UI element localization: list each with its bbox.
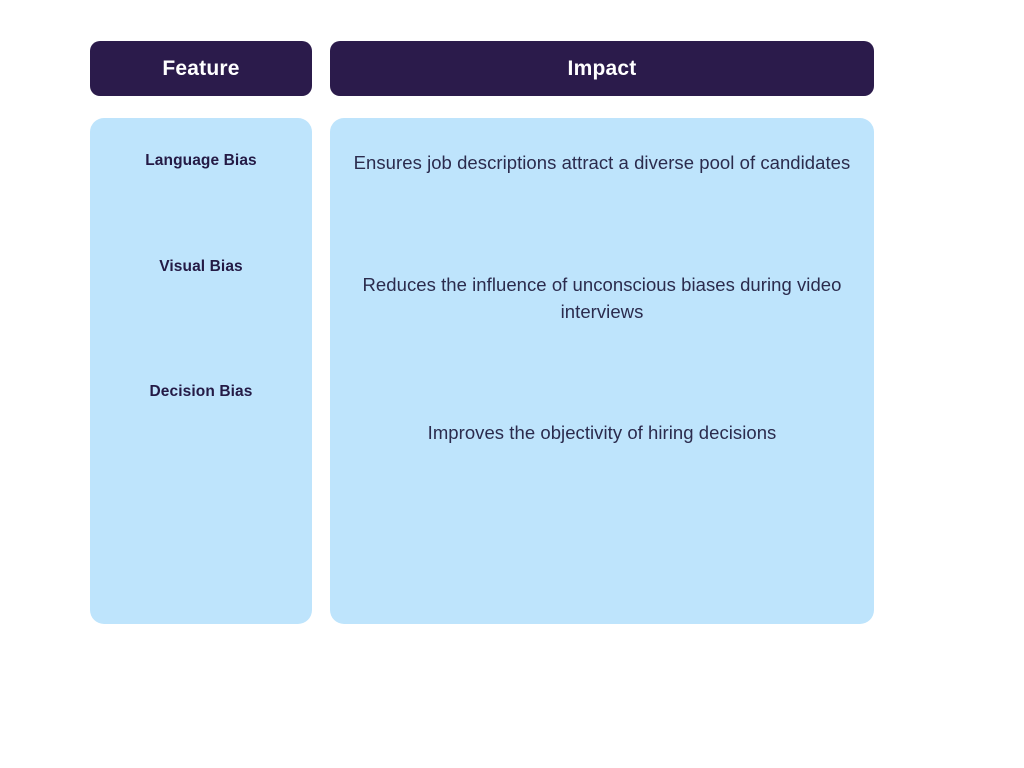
column-header-feature-label: Feature <box>162 57 240 80</box>
column-feature: Feature Language Bias Visual Bias Decisi… <box>90 41 312 624</box>
table-row: Improves the objectivity of hiring decis… <box>330 388 874 478</box>
feature-cell-label: Language Bias <box>145 152 257 170</box>
impact-cell-text: Improves the objectivity of hiring decis… <box>427 422 777 444</box>
impact-cell-text: Ensures job descriptions attract a diver… <box>353 152 851 174</box>
impact-body-panel: Ensures job descriptions attract a diver… <box>330 118 874 624</box>
impact-cell-text: Reduces the influence of unconscious bia… <box>362 273 842 322</box>
column-impact: Impact Ensures job descriptions attract … <box>330 41 874 624</box>
table-row: Visual Bias <box>90 205 312 330</box>
column-header-impact: Impact <box>330 41 874 96</box>
comparison-table: Feature Language Bias Visual Bias Decisi… <box>90 41 874 624</box>
column-header-feature: Feature <box>90 41 312 96</box>
feature-cell-label: Decision Bias <box>149 383 253 401</box>
table-row: Decision Bias <box>90 330 312 455</box>
feature-cell-label: Visual Bias <box>159 258 243 276</box>
column-header-impact-label: Impact <box>567 57 637 80</box>
table-row: Reduces the influence of unconscious bia… <box>330 208 874 388</box>
table-row: Language Bias <box>90 118 312 205</box>
table-row: Ensures job descriptions attract a diver… <box>330 118 874 208</box>
feature-body-panel: Language Bias Visual Bias Decision Bias <box>90 118 312 624</box>
